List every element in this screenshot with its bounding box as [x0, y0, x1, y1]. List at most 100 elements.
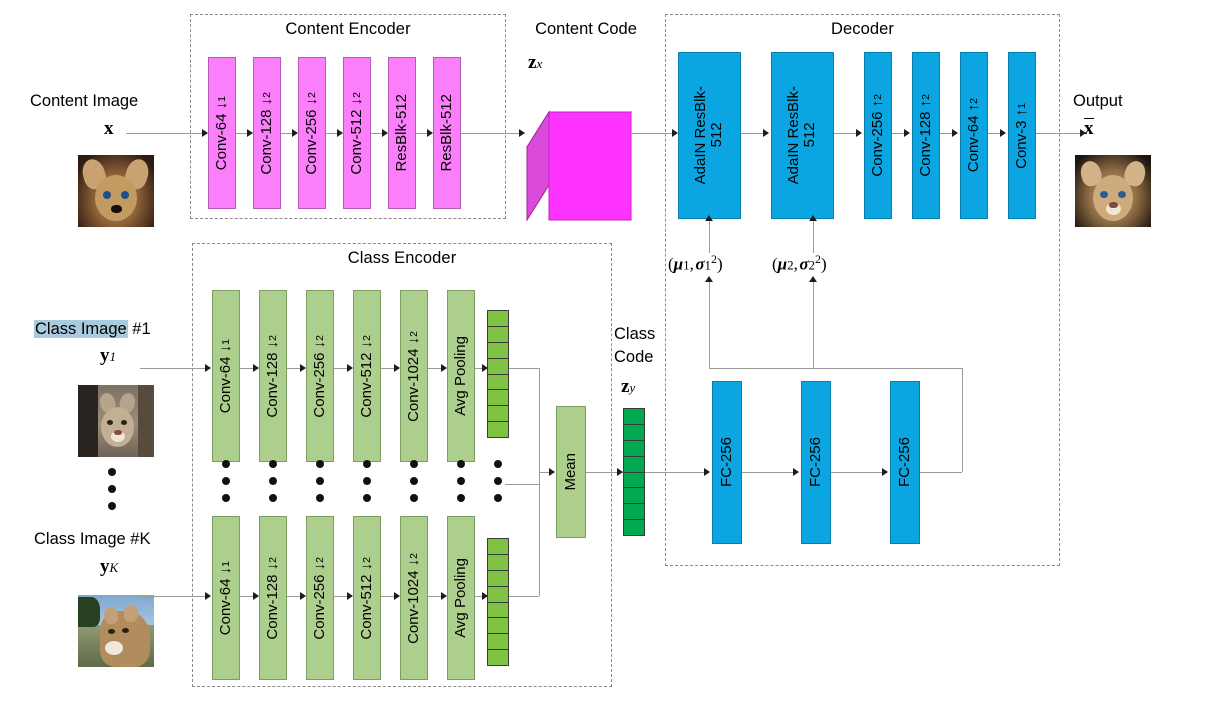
fc-block-1-label: FC-256	[806, 437, 824, 488]
class-encoder-row1-block-4[interactable]: Conv-1024 ↓2	[400, 290, 428, 462]
class-encoder-ellipsis-col-5	[457, 460, 465, 502]
arrow-dec-3-4	[952, 129, 958, 137]
content-encoder-block-4[interactable]: ResBlk-512	[388, 57, 416, 209]
connector-clk-2-3	[334, 596, 349, 597]
class-encoder-ellipsis-col-0	[222, 460, 230, 502]
connector-cl1-3-4	[381, 368, 396, 369]
class-encoder-rowk-block-0[interactable]: Conv-64 ↓1	[212, 516, 240, 680]
connector-cl1-5-vec	[475, 368, 485, 369]
content-image-dog-photo	[78, 155, 154, 227]
mean-block-label: Mean	[561, 453, 579, 491]
arrow-content-input	[202, 129, 208, 137]
decoder-block-0[interactable]: AdaIN ResBlk- 512	[678, 52, 741, 219]
decoder-block-0-label: AdaIN ResBlk- 512	[692, 86, 726, 185]
decoder-group	[665, 14, 1060, 566]
class-encoder-rowk-block-2-label: Conv-256 ↓2	[310, 556, 328, 640]
vector-cell	[487, 325, 509, 343]
arrow-clk-2-3	[347, 592, 353, 600]
content-code-symbol: zx	[528, 52, 543, 73]
decoder-block-3[interactable]: Conv-128 ↑2	[912, 52, 940, 219]
vector-cell	[623, 439, 645, 457]
content-image-symbol: x	[104, 118, 114, 139]
content-encoder-block-2[interactable]: Conv-256 ↓2	[298, 57, 326, 209]
class-encoder-row1-feature-vector	[487, 310, 509, 438]
vector-cell	[487, 553, 509, 571]
content-encoder-block-3[interactable]: Conv-512 ↓2	[343, 57, 371, 209]
vector-cell	[487, 538, 509, 555]
connector-ce-0-1	[236, 133, 249, 134]
arrow-dec-to-output	[1080, 129, 1086, 137]
class-encoder-ellipsis-col-4	[410, 460, 418, 502]
arrow-clk-1-2	[300, 592, 306, 600]
vector-cell	[623, 423, 645, 441]
vector-cell	[623, 503, 645, 521]
arrow-cl1-5-vec	[482, 364, 488, 372]
content-code-label: Content Code	[535, 20, 637, 38]
class-encoder-rowk-block-2[interactable]: Conv-256 ↓2	[306, 516, 334, 680]
class-encoder-row1-block-1-label: Conv-128 ↓2	[263, 334, 281, 418]
class-encoder-row1-block-0[interactable]: Conv-64 ↓1	[212, 290, 240, 462]
class-image-1-label: Class Image #1	[34, 320, 151, 339]
class-image-k-cougar-photo	[78, 595, 154, 667]
fc-block-0[interactable]: FC-256	[712, 381, 742, 544]
connector-dec-1-2	[834, 133, 858, 134]
class-encoder-row1-block-2[interactable]: Conv-256 ↓2	[306, 290, 334, 462]
connector-ce-4-5	[416, 133, 429, 134]
vector-cell	[487, 601, 509, 619]
arrow-ce-to-code	[519, 129, 525, 137]
class-encoder-row1-block-1[interactable]: Conv-128 ↓2	[259, 290, 287, 462]
mean-block[interactable]: Mean	[556, 406, 586, 538]
output-symbol: x	[1084, 118, 1094, 139]
class-encoder-row1-block-2-label: Conv-256 ↓2	[310, 334, 328, 418]
arrow-dec-4-5	[1000, 129, 1006, 137]
content-encoder-block-5-label: ResBlk-512	[437, 94, 455, 172]
content-encoder-block-0[interactable]: Conv-64 ↓1	[208, 57, 236, 209]
class-encoder-rowk-block-3-label: Conv-512 ↓2	[357, 556, 375, 640]
arrow-clk-3-4	[394, 592, 400, 600]
arrow-ce-1-2	[292, 129, 298, 137]
class-encoder-rowk-block-4[interactable]: Conv-1024 ↓2	[400, 516, 428, 680]
decoder-block-1-label: AdaIN ResBlk- 512	[785, 86, 819, 185]
class-encoder-row1-block-3[interactable]: Conv-512 ↓2	[353, 290, 381, 462]
output-image-cub-photo	[1075, 155, 1151, 227]
decoder-block-1[interactable]: AdaIN ResBlk- 512	[771, 52, 834, 219]
class-encoder-ellipsis-col-6	[494, 460, 502, 502]
decoder-block-2[interactable]: Conv-256 ↑2	[864, 52, 892, 219]
fc-block-2[interactable]: FC-256	[890, 381, 920, 544]
connector-adain1-up	[709, 282, 710, 368]
adain-params-1-label: (μ1, σ12)	[668, 252, 723, 274]
class-encoder-rowk-block-5[interactable]: Avg Pooling	[447, 516, 475, 680]
arrow-mean-input	[549, 468, 555, 476]
class-encoder-rowk-block-1[interactable]: Conv-128 ↓2	[259, 516, 287, 680]
arrow-dec-2-3	[904, 129, 910, 137]
vector-cell	[623, 487, 645, 505]
arrow-cl1-4-5	[441, 364, 447, 372]
fc-block-1[interactable]: FC-256	[801, 381, 831, 544]
connector-veck-right	[509, 596, 539, 597]
content-image-label: Content Image	[30, 92, 139, 110]
decoder-block-4[interactable]: Conv-64 ↑2	[960, 52, 988, 219]
vector-cell	[623, 471, 645, 489]
vector-cell	[487, 405, 509, 423]
content-encoder-block-1[interactable]: Conv-128 ↓2	[253, 57, 281, 209]
class-image-1-symbol: y1	[100, 345, 116, 366]
fc-block-2-label: FC-256	[895, 437, 913, 488]
connector-ce-2-3	[326, 133, 339, 134]
class-encoder-row1-block-5[interactable]: Avg Pooling	[447, 290, 475, 462]
connector-adain-bus	[709, 368, 962, 369]
class-encoder-ellipsis-col-2	[316, 460, 324, 502]
content-encoder-block-2-label: Conv-256 ↓2	[302, 91, 320, 175]
content-encoder-block-5[interactable]: ResBlk-512	[433, 57, 461, 209]
arrow-clk-5-vec	[482, 592, 488, 600]
connector-content-input	[126, 133, 204, 134]
class-encoder-rowk-block-3[interactable]: Conv-512 ↓2	[353, 516, 381, 680]
connector-vec1-right	[509, 368, 539, 369]
class-encoder-row1-block-3-label: Conv-512 ↓2	[357, 334, 375, 418]
decoder-block-4-label: Conv-64 ↑2	[964, 98, 982, 173]
decoder-title: Decoder	[830, 20, 895, 38]
decoder-block-5[interactable]: Conv-3 ↑1	[1008, 52, 1036, 219]
arrow-clk-4-5	[441, 592, 447, 600]
connector-cl1-0-1	[240, 368, 255, 369]
class-encoder-ellipsis-col-3	[363, 460, 371, 502]
vector-cell	[623, 519, 645, 536]
